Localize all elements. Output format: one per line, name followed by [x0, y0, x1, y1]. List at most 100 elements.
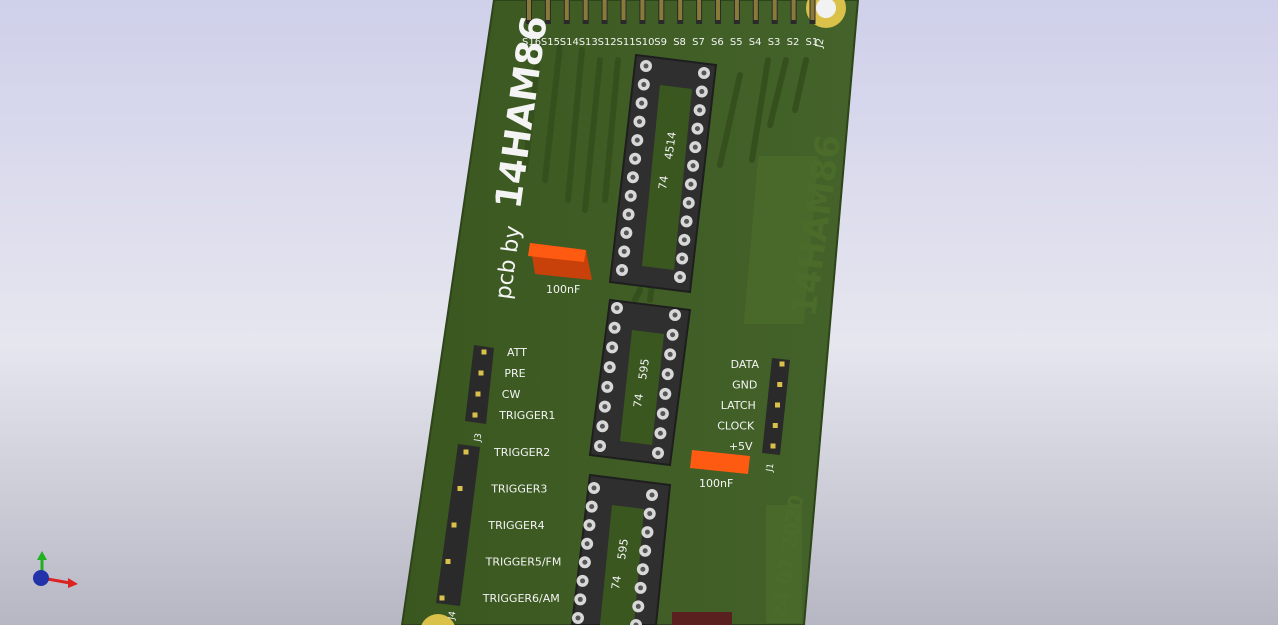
j3-pin-label: TRIGGER1 [498, 409, 555, 422]
c2-value: 100nF [699, 477, 733, 490]
u1-pin-hole [690, 163, 696, 169]
header-j3 [465, 345, 494, 424]
u1-pin-hole [688, 181, 694, 187]
u2-pin-hole [609, 344, 615, 350]
u1-pin-hole [692, 144, 698, 150]
j2-pin-label: S10 [635, 37, 654, 48]
u2-pin-hole [672, 312, 678, 318]
u1-pin-hole [694, 126, 700, 132]
u3-pin-hole [649, 492, 655, 498]
u1-pin-hole [641, 82, 647, 88]
u3-pin-hole [582, 559, 588, 565]
j2-pin [791, 0, 796, 20]
j2-pin [602, 0, 607, 20]
u1-label-bottom: 74 [656, 175, 671, 191]
ic-socket-u2: 595 74 [588, 298, 692, 467]
j2-pin [564, 0, 569, 20]
u1-pin-hole [621, 248, 627, 254]
j4-pin [451, 522, 457, 528]
j2-pin-label: S6 [711, 37, 724, 48]
j3-pin [472, 412, 478, 418]
j1-pin-label: CLOCK [717, 420, 755, 433]
u1-pin-hole [632, 156, 638, 162]
j4-pin-label: TRIGGER4 [487, 519, 544, 532]
j1-pin [777, 382, 783, 387]
u3-pin-hole [580, 578, 586, 584]
u1-pin-hole [701, 70, 707, 76]
u3-pin-hole [589, 504, 595, 510]
capacitor-c2: 100nF [690, 450, 750, 490]
j4-pin-label: TRIGGER3 [490, 483, 547, 496]
header-j1 [762, 358, 790, 455]
u2-pin-hole [607, 364, 613, 370]
j3-pin [478, 370, 484, 376]
u3-pin-hole [640, 566, 646, 572]
j2-pin-label: S15 [541, 37, 560, 48]
u3-pin-hole [647, 511, 653, 517]
j2-pin-label: S13 [579, 37, 598, 48]
u2-label-bottom: 74 [631, 393, 646, 409]
j4-pin [463, 449, 469, 455]
j3-pin-label: ATT [507, 346, 527, 359]
u1-pin-hole [679, 255, 685, 261]
j2-pin [545, 0, 550, 20]
j3-pin-label: PRE [504, 367, 525, 380]
j2-pin-label: S4 [749, 37, 762, 48]
j2-pin [716, 0, 720, 20]
u1-pin-hole [686, 200, 692, 206]
u1-pin-hole [619, 267, 625, 273]
j2-pin [753, 0, 758, 20]
u3-pin-hole [633, 622, 639, 625]
j4-ref: J4 [447, 610, 459, 621]
u2-pin-hole [604, 384, 610, 390]
j2-pin [527, 0, 531, 20]
u3-pin-hole [575, 615, 581, 621]
j2-pin-label: S1 [806, 37, 819, 48]
u3-label-top: 595 [615, 538, 631, 561]
j2-pin [678, 0, 683, 20]
j2-pin-label: S3 [768, 37, 781, 48]
j1-pin-label: GND [732, 379, 757, 392]
j2-pin [734, 0, 739, 20]
u3-pin [630, 619, 642, 625]
j2-pin [810, 0, 815, 20]
u2-pin-hole [597, 443, 603, 449]
u1-pin-hole [699, 89, 705, 95]
u1-pin-hole [677, 274, 683, 280]
u2-pin-hole [667, 351, 673, 357]
j1-pin [772, 423, 778, 428]
j2-ref: J2 [814, 37, 827, 49]
u1-pin-hole [628, 193, 634, 199]
u3-label-bottom: 74 [609, 575, 624, 591]
j2-pin-label: S14 [560, 37, 579, 48]
u1-pin-hole [630, 174, 636, 180]
bottom-component [672, 612, 732, 625]
j2-pin [772, 0, 777, 20]
j1-pin [775, 402, 780, 408]
u2-pin-hole [662, 391, 668, 397]
j2-pin-label: S7 [692, 37, 705, 48]
u3-pin-hole [642, 548, 648, 554]
j4-pin [439, 595, 445, 601]
j2-pin [697, 0, 702, 20]
j3-pin [481, 349, 487, 355]
mask-logo-box [743, 156, 819, 324]
capacitor-c1: 100nF [528, 243, 592, 296]
j3-pin [475, 391, 481, 397]
u1-pin-hole [643, 63, 649, 69]
c1-value: 100nF [546, 283, 580, 296]
j1-pin-label: LATCH [721, 399, 756, 412]
j2-pin-label: S8 [673, 37, 686, 48]
u3-pin-hole [638, 585, 644, 591]
j4-pin-label: TRIGGER5/FM [485, 556, 562, 569]
mounting-hole-bottom [421, 614, 455, 625]
j2-pin [583, 0, 588, 20]
header-j4 [436, 444, 480, 606]
u1-pin-hole [697, 107, 703, 113]
u1-pin-hole [626, 211, 632, 217]
j2-pin-label: S9 [654, 37, 667, 48]
u2-pin-hole [657, 430, 663, 436]
j2-pin-label: S11 [617, 37, 636, 48]
